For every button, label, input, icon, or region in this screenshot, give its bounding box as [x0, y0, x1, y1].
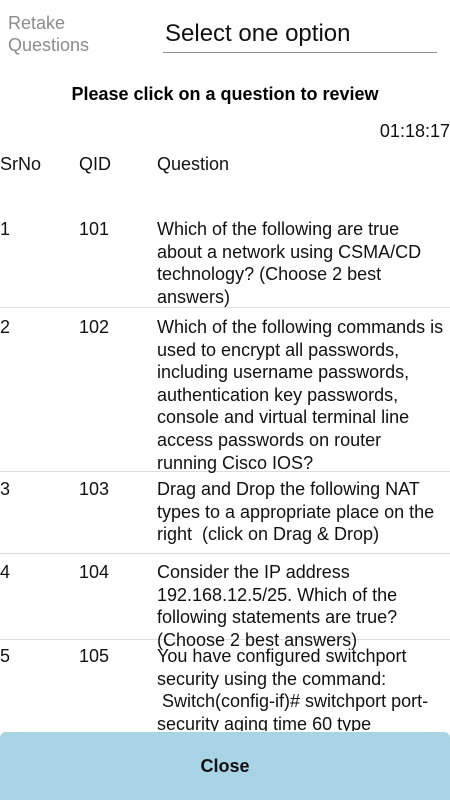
retake-questions-label: Retake Questions [8, 13, 90, 55]
row-srno: 4 [0, 562, 11, 582]
header-qid: QID [79, 154, 112, 174]
row-srno: 2 [0, 317, 11, 337]
timer: 01:18:17 [379, 121, 450, 141]
row-qid: 101 [79, 219, 110, 239]
row-question: You have configured switchport security … [157, 646, 429, 731]
row-question: Consider the IP address 192.168.12.5/25.… [157, 562, 403, 650]
option-select-dropdown[interactable]: Select one option [163, 16, 437, 53]
header-srno: SrNo [0, 154, 42, 174]
select-value: Select one option [165, 20, 351, 47]
row-qid: 102 [79, 317, 110, 337]
table-row[interactable]: 4 104 Consider the IP address 192.168.12… [0, 554, 450, 650]
table-row[interactable]: 3 103 Drag and Drop the following NAT ty… [0, 472, 450, 554]
header-question: Question [157, 154, 230, 174]
row-srno: 1 [0, 219, 11, 239]
row-qid: 104 [79, 562, 110, 582]
row-qid: 103 [79, 479, 110, 499]
question-list[interactable]: 1 101 Which of the following are true ab… [0, 218, 450, 731]
close-button[interactable]: Close [0, 732, 450, 800]
row-srno: 3 [0, 479, 11, 499]
table-header: SrNo QID Question [0, 153, 450, 179]
row-srno: 5 [0, 646, 11, 666]
row-question: Which of the following commands is used … [157, 317, 449, 473]
row-question: Drag and Drop the following NAT types to… [157, 479, 440, 545]
table-row[interactable]: 5 105 You have configured switchport sec… [0, 640, 450, 731]
row-qid: 105 [79, 646, 110, 666]
row-question: Which of the following are true about a … [157, 219, 427, 307]
table-row[interactable]: 2 102 Which of the following commands is… [0, 308, 450, 473]
review-instruction: Please click on a question to review [71, 84, 379, 104]
table-row[interactable]: 1 101 Which of the following are true ab… [0, 218, 450, 308]
header: Retake Questions Select one option [0, 0, 450, 62]
